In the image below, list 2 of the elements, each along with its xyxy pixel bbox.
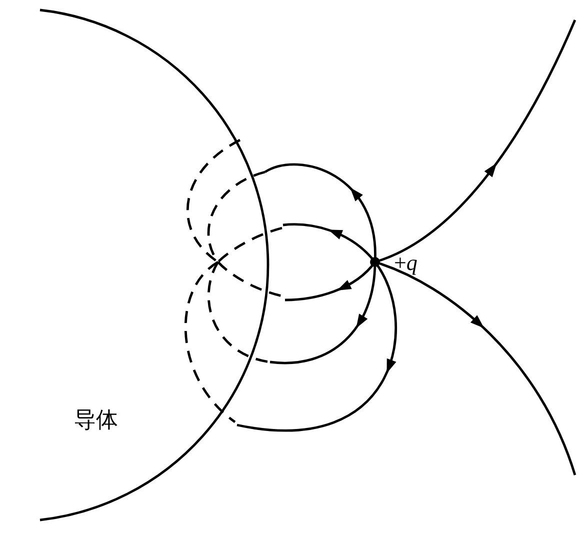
conductor-label: 导体 (74, 410, 118, 432)
charge-label: +q (394, 252, 418, 274)
